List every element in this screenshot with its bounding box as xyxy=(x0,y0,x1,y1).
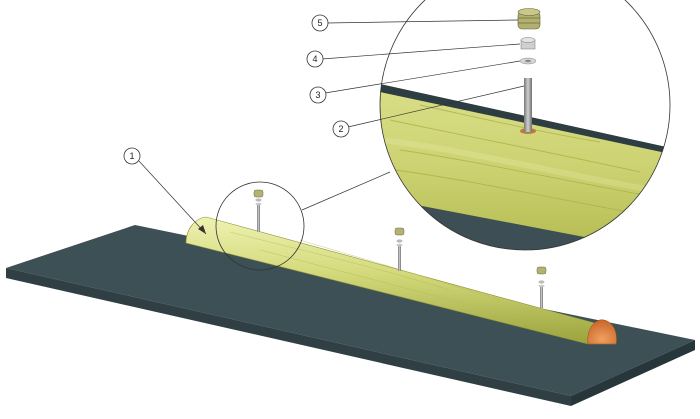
nut-part xyxy=(520,37,536,50)
callout-3: 3 xyxy=(309,86,327,104)
nut xyxy=(255,198,262,202)
leader-4 xyxy=(321,43,521,60)
zoom-circle-outline xyxy=(379,0,671,251)
nut xyxy=(396,239,403,243)
zoom-pin-shaft xyxy=(524,78,532,132)
pin-assembly-middle xyxy=(394,227,405,271)
cap xyxy=(253,189,264,198)
timber-end-grain xyxy=(587,319,617,345)
leader-5 xyxy=(326,19,519,24)
washer xyxy=(396,243,403,247)
callout-2-label: 2 xyxy=(338,124,343,134)
callout-1-label: 1 xyxy=(129,151,134,161)
pin-assembly-left xyxy=(253,189,264,232)
concrete-slab xyxy=(6,225,695,406)
zoom-timber-grain xyxy=(389,104,661,215)
pin-shaft xyxy=(398,245,401,271)
slab-front-side xyxy=(6,268,571,406)
callout-5-label: 5 xyxy=(317,18,322,28)
detail-marker-circle xyxy=(215,181,305,271)
zoom-timber-highlight xyxy=(380,137,670,198)
slab-right-side xyxy=(571,340,695,406)
half-round-timber xyxy=(185,216,617,345)
cap xyxy=(394,227,405,236)
pin-shaft xyxy=(257,204,260,232)
washer-hole xyxy=(525,59,531,63)
leader-1-arrow xyxy=(198,225,206,234)
cap-part xyxy=(517,8,541,30)
nut xyxy=(538,280,545,284)
callout-5: 5 xyxy=(311,14,329,32)
leader-3 xyxy=(324,60,521,94)
exploded-parts xyxy=(517,8,541,65)
callout-2: 2 xyxy=(332,120,350,138)
callout-1: 1 xyxy=(123,147,141,165)
callout-leaders xyxy=(138,19,525,235)
zoom-detail xyxy=(379,0,671,251)
pin-shaft xyxy=(540,286,543,308)
washer xyxy=(538,284,545,288)
washer xyxy=(255,202,262,206)
leader-1 xyxy=(138,160,207,235)
leader-2 xyxy=(347,85,525,128)
cap xyxy=(536,266,547,275)
zoom-timber xyxy=(380,88,670,240)
timber-grain xyxy=(229,231,521,319)
callout-4: 4 xyxy=(306,50,324,68)
callout-4-label: 4 xyxy=(312,54,317,64)
callout-3-label: 3 xyxy=(315,90,320,100)
pin-assembly-right xyxy=(536,266,547,308)
slab-top xyxy=(6,225,695,396)
detail-connector-line xyxy=(301,171,391,211)
